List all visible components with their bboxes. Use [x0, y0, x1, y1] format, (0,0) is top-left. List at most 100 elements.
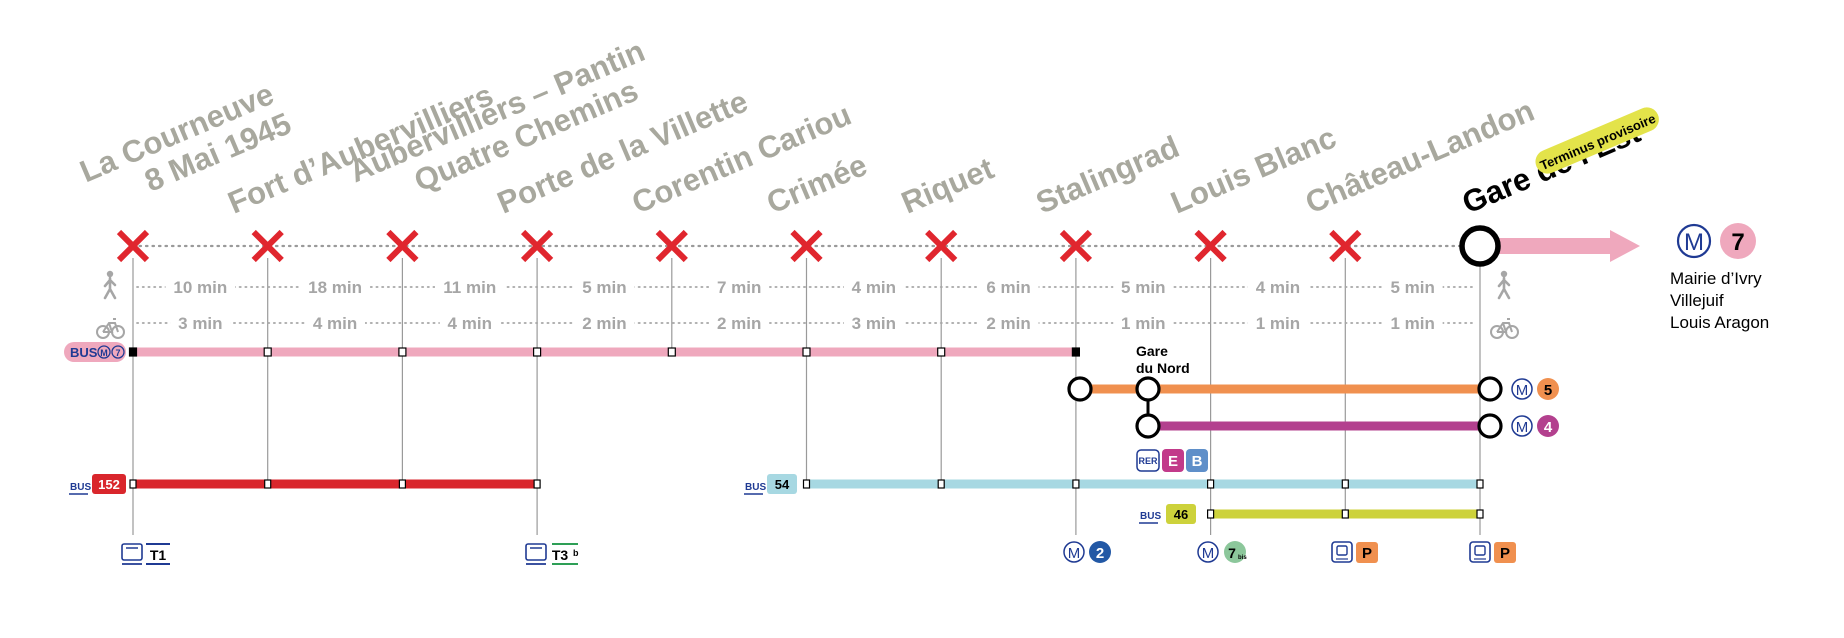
metro-2-badge: M 2 [1063, 541, 1111, 563]
metro-2-number: 2 [1096, 545, 1104, 562]
travel-time-label: 10 min [173, 278, 227, 297]
tram-t3b-badge: T3 b [525, 543, 579, 565]
bus-stop-marker [532, 347, 542, 357]
bus-stop-marker [1072, 479, 1080, 489]
bike-icon [96, 318, 125, 339]
time-label-bg [709, 276, 770, 298]
bus-54-badge: BUS 54 [744, 474, 797, 495]
bus-stop-marker [667, 347, 676, 357]
travel-time-label: 5 min [1121, 278, 1165, 297]
metro-m-icon: M [1068, 545, 1081, 562]
metro-5-badge: M 5 [1511, 378, 1559, 400]
travel-time-label: 4 min [852, 278, 896, 297]
closed-station-cross [925, 229, 958, 263]
interchange-gare-de-l-est [1477, 413, 1503, 439]
line7-number: 7 [115, 348, 120, 358]
bus-stops [129, 479, 1484, 519]
bus-152-badge: BUS 152 [69, 474, 126, 495]
rer-b-label: B [1192, 453, 1203, 470]
travel-time-label: 1 min [1256, 314, 1300, 333]
replacement-bus-stops [128, 347, 1081, 357]
closed-station-cross [1329, 229, 1362, 263]
metro-7bis-badge: M 7 bis [1197, 541, 1247, 563]
travel-time-label: 5 min [1390, 278, 1434, 297]
time-label-bg [1113, 276, 1174, 298]
bus-stop-marker [1071, 347, 1081, 357]
travel-time-label: 1 min [1390, 314, 1434, 333]
continuation-arrow [1482, 230, 1640, 262]
time-label-bg [1247, 276, 1308, 298]
travel-time-label: 2 min [582, 314, 626, 333]
replacement-bus-label: BUS [70, 345, 98, 360]
time-label-bg [439, 312, 500, 334]
bus-stop-marker [264, 479, 272, 489]
closed-station-cross [790, 229, 823, 263]
bus-label: BUS [1140, 511, 1161, 522]
time-label-bg [1382, 312, 1443, 334]
time-label-bg [300, 276, 370, 298]
time-label-bg [843, 276, 904, 298]
closed-station-cross [116, 229, 150, 263]
travel-time-label: 4 min [313, 314, 357, 333]
closed-station-cross [251, 229, 284, 263]
parking-label: P [1362, 545, 1372, 562]
train-icon [1474, 545, 1486, 556]
time-label-bg [574, 276, 635, 298]
travel-time-label: 4 min [1256, 278, 1300, 297]
time-label-bg [1382, 276, 1443, 298]
interchange-gare-du-nord [1135, 376, 1161, 402]
bus-152-number: 152 [98, 477, 120, 492]
time-label-bg [978, 276, 1039, 298]
time-label-bg [574, 312, 635, 334]
travel-time-label: 2 min [986, 314, 1030, 333]
closed-station-cross [655, 229, 688, 263]
parking-gare-est-badge: P [1469, 541, 1516, 563]
bus-stop-marker [129, 479, 137, 489]
travel-time-label: 4 min [448, 314, 492, 333]
closed-station-cross [520, 229, 554, 263]
parking-chateau-landon-badge: P [1331, 541, 1378, 563]
station-name: Stalingrad [1031, 129, 1184, 220]
gare-du-nord-label: du Nord [1136, 360, 1190, 376]
station-verticals [132, 258, 1481, 535]
time-label-bg [709, 312, 770, 334]
closed-station-cross [386, 229, 419, 263]
metro-m-icon: M [1684, 229, 1704, 256]
interchange-gare-du-nord [1135, 413, 1161, 439]
tram-t3b-label: T3 [552, 547, 569, 563]
bus-stop-marker [1341, 479, 1349, 489]
bus-54-number: 54 [775, 477, 790, 492]
terminus-circle [1459, 225, 1501, 267]
bus-stop-marker [1206, 479, 1215, 489]
travel-time-label: 11 min [443, 278, 496, 297]
destination-label: Louis Aragon [1670, 313, 1769, 332]
time-label-bg [1247, 312, 1308, 334]
bus-46-badge: BUS 46 [1139, 504, 1196, 524]
metro-4-number: 4 [1544, 419, 1553, 436]
interchange-stalingrad [1067, 376, 1093, 402]
bike-icon [1490, 318, 1519, 339]
bus-stop-marker [533, 479, 541, 489]
metro-7bis-suffix: bis [1238, 555, 1247, 561]
time-label-bg [843, 312, 904, 334]
metro-m-icon: M [1202, 545, 1215, 562]
metro-5-number: 5 [1544, 382, 1552, 399]
bus-stop-marker [802, 347, 811, 357]
metro-m-icon: M [1516, 382, 1529, 399]
bus-label: BUS [70, 482, 91, 493]
gare-du-nord-label: Gare [1136, 343, 1168, 359]
bus-46-number: 46 [1174, 507, 1188, 522]
travel-time-label: 6 min [986, 278, 1030, 297]
tram-t3b-suffix: b [573, 548, 579, 558]
time-label-bg [1113, 312, 1174, 334]
bus-stop-marker [398, 479, 406, 489]
replacement-bus-badge: BUS M 7 [64, 342, 126, 362]
walk-icon [103, 270, 117, 300]
metro-m-icon: M [100, 348, 108, 358]
travel-time-label: 18 min [308, 278, 362, 297]
bus-stop-marker [128, 347, 138, 357]
rer-e-label: E [1168, 453, 1178, 470]
destination-label: Mairie d’Ivry [1670, 269, 1762, 288]
